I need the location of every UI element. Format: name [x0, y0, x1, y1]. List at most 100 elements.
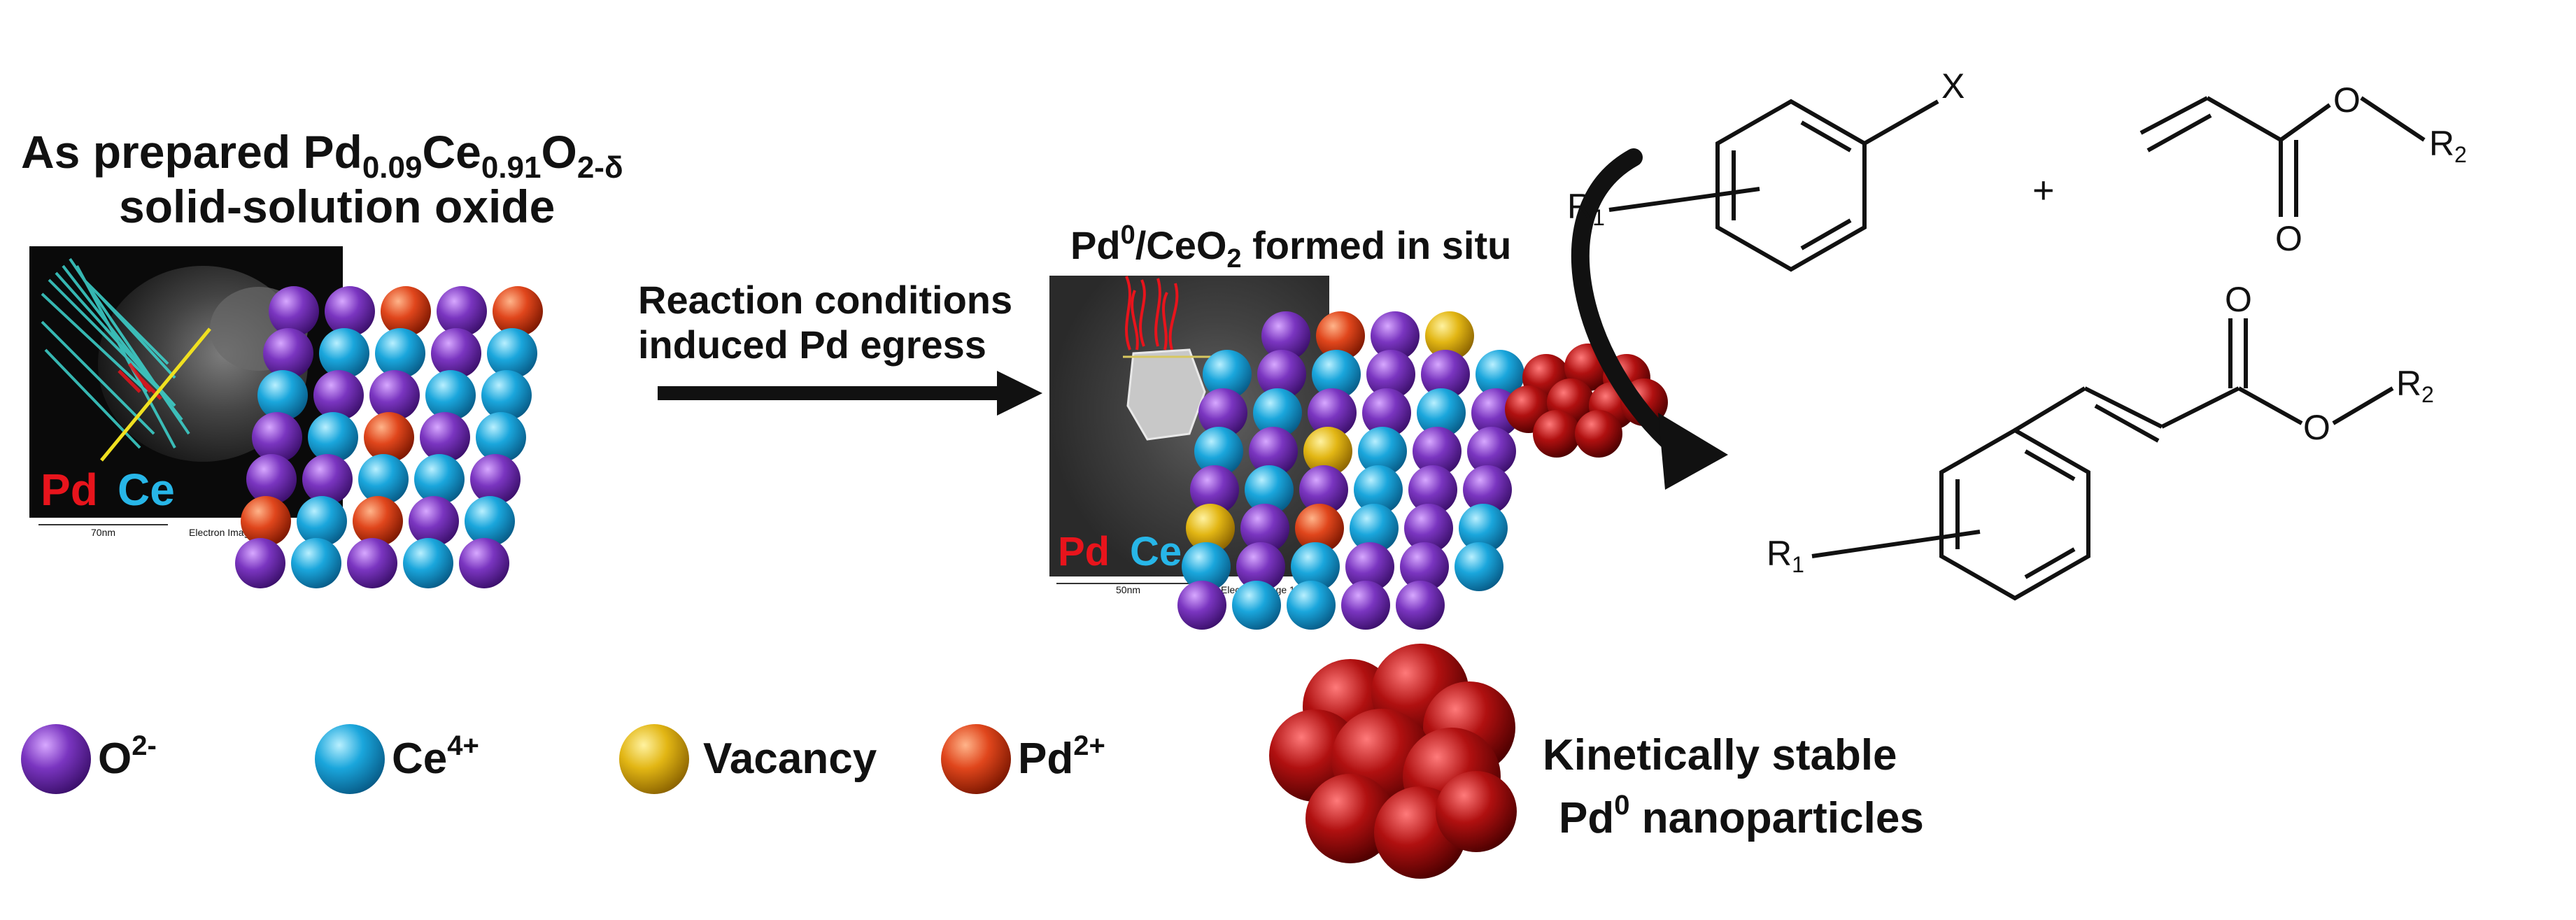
- oxygen-sphere: [269, 286, 319, 337]
- product-r2: R2: [2396, 364, 2434, 407]
- oxygen-sphere: [246, 454, 297, 504]
- oxygen-sphere: [325, 286, 375, 337]
- pd-ion-sphere: [353, 496, 403, 546]
- vacancy-sphere: [1425, 311, 1474, 360]
- pd-ion-sphere: [1295, 504, 1344, 553]
- cerium-sphere: [1358, 427, 1407, 476]
- oxygen-sphere: [1400, 542, 1449, 591]
- product-ester-o: O: [2303, 408, 2330, 447]
- oxygen-sphere: [369, 370, 420, 420]
- cerium-sphere: [1417, 388, 1466, 437]
- vacancy-sphere: [1186, 504, 1235, 553]
- legend-nanoparticle-line2: Pd0 nanoparticles: [1559, 790, 1924, 842]
- oxygen-sphere: [437, 286, 487, 337]
- oxygen-sphere: [1308, 388, 1357, 437]
- pd-np-sphere: [1436, 771, 1517, 852]
- cerium-sphere: [291, 538, 341, 588]
- arrow-label-line2: induced Pd egress: [638, 323, 986, 367]
- aryl-halide-structure: [1608, 99, 1939, 272]
- map-label-pd-left: Pd: [41, 465, 98, 515]
- scalebar-text-middle: 50nm: [1116, 584, 1140, 595]
- scalebar-text-left: 70nm: [91, 527, 115, 538]
- oxygen-sphere: [313, 370, 364, 420]
- map-label-ce-middle: Ce: [1130, 529, 1182, 574]
- oxygen-sphere: [1249, 427, 1298, 476]
- pd-ion-sphere: [241, 496, 291, 546]
- legend-cerium-label: Ce4+: [392, 730, 479, 783]
- cerium-sphere: [1253, 388, 1302, 437]
- legend-palladium-label: Pd2+: [1018, 730, 1105, 783]
- legend-oxygen-label: O2-: [98, 730, 157, 783]
- legend-palladium-sphere: [941, 724, 1011, 794]
- cerium-sphere: [1245, 465, 1294, 514]
- legend-pd-nanoparticle-icon: [1269, 644, 1517, 879]
- oxygen-sphere: [1345, 542, 1394, 591]
- cerium-sphere: [375, 328, 425, 378]
- left-title-line1: As prepared Pd0.09Ce0.91O2-δ: [21, 126, 623, 185]
- cerium-sphere: [1354, 465, 1403, 514]
- cerium-sphere: [1194, 427, 1243, 476]
- legend-vacancy-label: Vacancy: [703, 735, 877, 783]
- pd-np-sphere: [1533, 410, 1580, 458]
- legend: O2- Ce4+ Vacancy Pd2+ Kinetically stable…: [21, 644, 1924, 879]
- oxide-lattice-middle: [1177, 311, 1524, 630]
- oxygen-sphere: [263, 328, 313, 378]
- cerium-sphere: [297, 496, 347, 546]
- cerium-sphere: [1182, 542, 1231, 591]
- aryl-halide-r1: R1: [1567, 187, 1605, 230]
- oxygen-sphere: [1396, 581, 1445, 630]
- oxygen-sphere: [1240, 504, 1289, 553]
- cerium-sphere: [425, 370, 476, 420]
- middle-title: Pd0/CeO2 formed in situ: [1070, 220, 1511, 274]
- left-title-line2: solid-solution oxide: [119, 181, 555, 232]
- legend-vacancy-sphere: [619, 724, 689, 794]
- cinnamate-product-structure: [1811, 318, 2394, 601]
- oxygen-sphere: [235, 538, 285, 588]
- oxygen-sphere: [252, 412, 302, 462]
- oxygen-sphere: [420, 412, 470, 462]
- cerium-sphere: [1312, 350, 1361, 399]
- pd-particle-bright: [1126, 348, 1206, 441]
- catalytic-cycle-arrow: [1571, 148, 1728, 490]
- pd-ion-sphere: [364, 412, 414, 462]
- cerium-sphere: [465, 496, 515, 546]
- oxygen-sphere: [470, 454, 521, 504]
- pd-ion-sphere: [1316, 311, 1365, 360]
- cerium-sphere: [308, 412, 358, 462]
- legend-oxygen-sphere: [21, 724, 91, 794]
- eds-linescan-traces: [41, 257, 190, 449]
- oxygen-sphere: [1408, 465, 1457, 514]
- oxygen-sphere: [1404, 504, 1453, 553]
- legend-nanoparticle-line1: Kinetically stable: [1543, 731, 1897, 779]
- cerium-sphere: [476, 412, 526, 462]
- oxygen-sphere: [1366, 350, 1415, 399]
- pd-np-sphere: [1305, 774, 1395, 863]
- oxygen-sphere: [302, 454, 353, 504]
- pd-eds-flame: [1125, 276, 1179, 351]
- oxygen-sphere: [347, 538, 397, 588]
- process-arrow: [658, 371, 1042, 416]
- cerium-sphere: [1232, 581, 1281, 630]
- cerium-sphere: [1287, 581, 1336, 630]
- arrow-label-line1: Reaction conditions: [638, 278, 1012, 322]
- oxygen-sphere: [1371, 311, 1420, 360]
- acrylate-structure: [2139, 96, 2426, 217]
- oxygen-sphere: [1362, 388, 1411, 437]
- oxygen-sphere: [1299, 465, 1348, 514]
- cerium-sphere: [1350, 504, 1399, 553]
- oxygen-sphere: [459, 538, 509, 588]
- cerium-sphere: [1475, 350, 1524, 399]
- acrylate-carbonyl-o: O: [2275, 219, 2302, 258]
- pd-np-sphere: [1575, 410, 1622, 458]
- oxygen-sphere: [1190, 465, 1239, 514]
- linescan-line: [100, 327, 211, 462]
- product-r1: R1: [1767, 534, 1804, 577]
- aryl-halide-x: X: [1941, 66, 1965, 106]
- pd-ion-sphere: [381, 286, 431, 337]
- oxygen-sphere: [1463, 465, 1512, 514]
- oxygen-sphere: [409, 496, 459, 546]
- oxygen-sphere: [1467, 427, 1516, 476]
- cerium-sphere: [481, 370, 532, 420]
- cerium-sphere: [319, 328, 369, 378]
